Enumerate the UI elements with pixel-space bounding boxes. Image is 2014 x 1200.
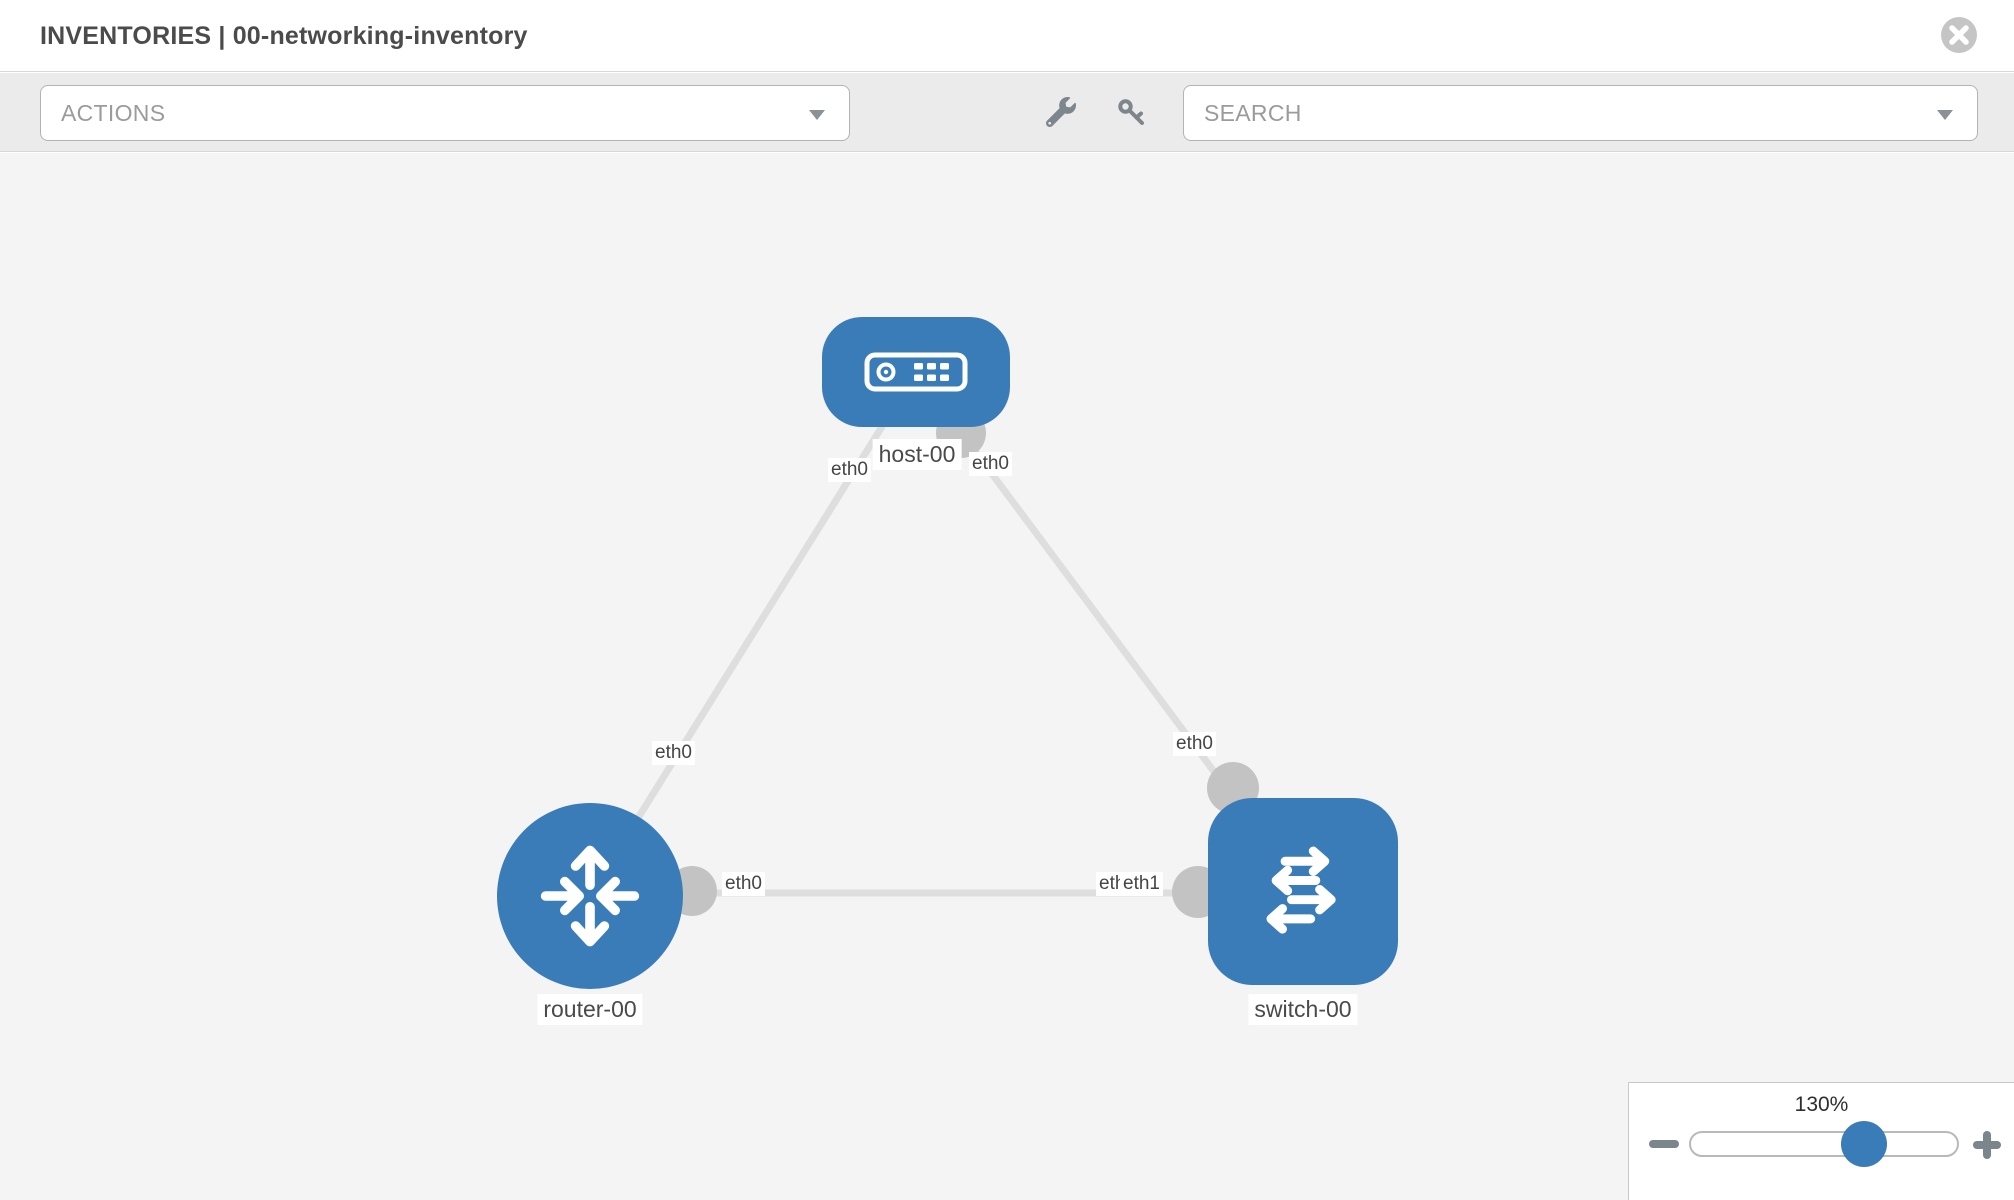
- toolbar: ACTIONS SEARCH: [0, 73, 2014, 152]
- wrench-icon[interactable]: [1046, 97, 1076, 127]
- zoom-level: 130%: [1794, 1093, 1849, 1116]
- search-dropdown-label: SEARCH: [1204, 100, 1302, 126]
- header: INVENTORIES | 00-networking-inventory: [0, 0, 2014, 72]
- search-dropdown[interactable]: SEARCH: [1183, 85, 1978, 141]
- node-router-00[interactable]: [497, 803, 683, 989]
- zoom-slider-knob[interactable]: [1841, 1121, 1887, 1167]
- iface-label: eth1: [1120, 872, 1163, 896]
- iface-label: eth0: [828, 458, 871, 482]
- links-layer: [587, 369, 1306, 918]
- node-label-host: host-00: [872, 439, 962, 470]
- switch-icon-node[interactable]: [1208, 798, 1398, 985]
- actions-dropdown-label: ACTIONS: [61, 100, 166, 126]
- plus-icon: [1983, 1131, 1991, 1159]
- topology-canvas[interactable]: host-00 router-00 switch-00 eth0 eth0 et…: [0, 153, 2014, 1200]
- node-label-router: router-00: [537, 994, 643, 1025]
- zoom-out-button[interactable]: [1649, 1140, 1679, 1148]
- iface-label: eth0: [969, 452, 1012, 476]
- zoom-in-button[interactable]: [1973, 1131, 2001, 1159]
- switch-icon: [1266, 846, 1336, 934]
- router-icon: [540, 845, 640, 947]
- close-icon[interactable]: [1939, 15, 1979, 55]
- chevron-down-icon: [1937, 110, 1953, 120]
- node-host-00[interactable]: [822, 317, 1010, 427]
- iface-label: eth0: [652, 741, 695, 765]
- iface-label: eth0: [1173, 732, 1216, 756]
- zoom-panel: 130%: [1628, 1082, 2014, 1200]
- actions-dropdown[interactable]: ACTIONS: [40, 85, 850, 141]
- page-title: INVENTORIES | 00-networking-inventory: [40, 22, 528, 50]
- iface-label: eth0: [722, 872, 765, 896]
- key-icon[interactable]: [1116, 97, 1148, 129]
- host-icon: [864, 352, 968, 392]
- zoom-slider-track[interactable]: [1689, 1131, 1959, 1157]
- chevron-down-icon: [809, 110, 825, 120]
- node-label-switch: switch-00: [1248, 994, 1358, 1025]
